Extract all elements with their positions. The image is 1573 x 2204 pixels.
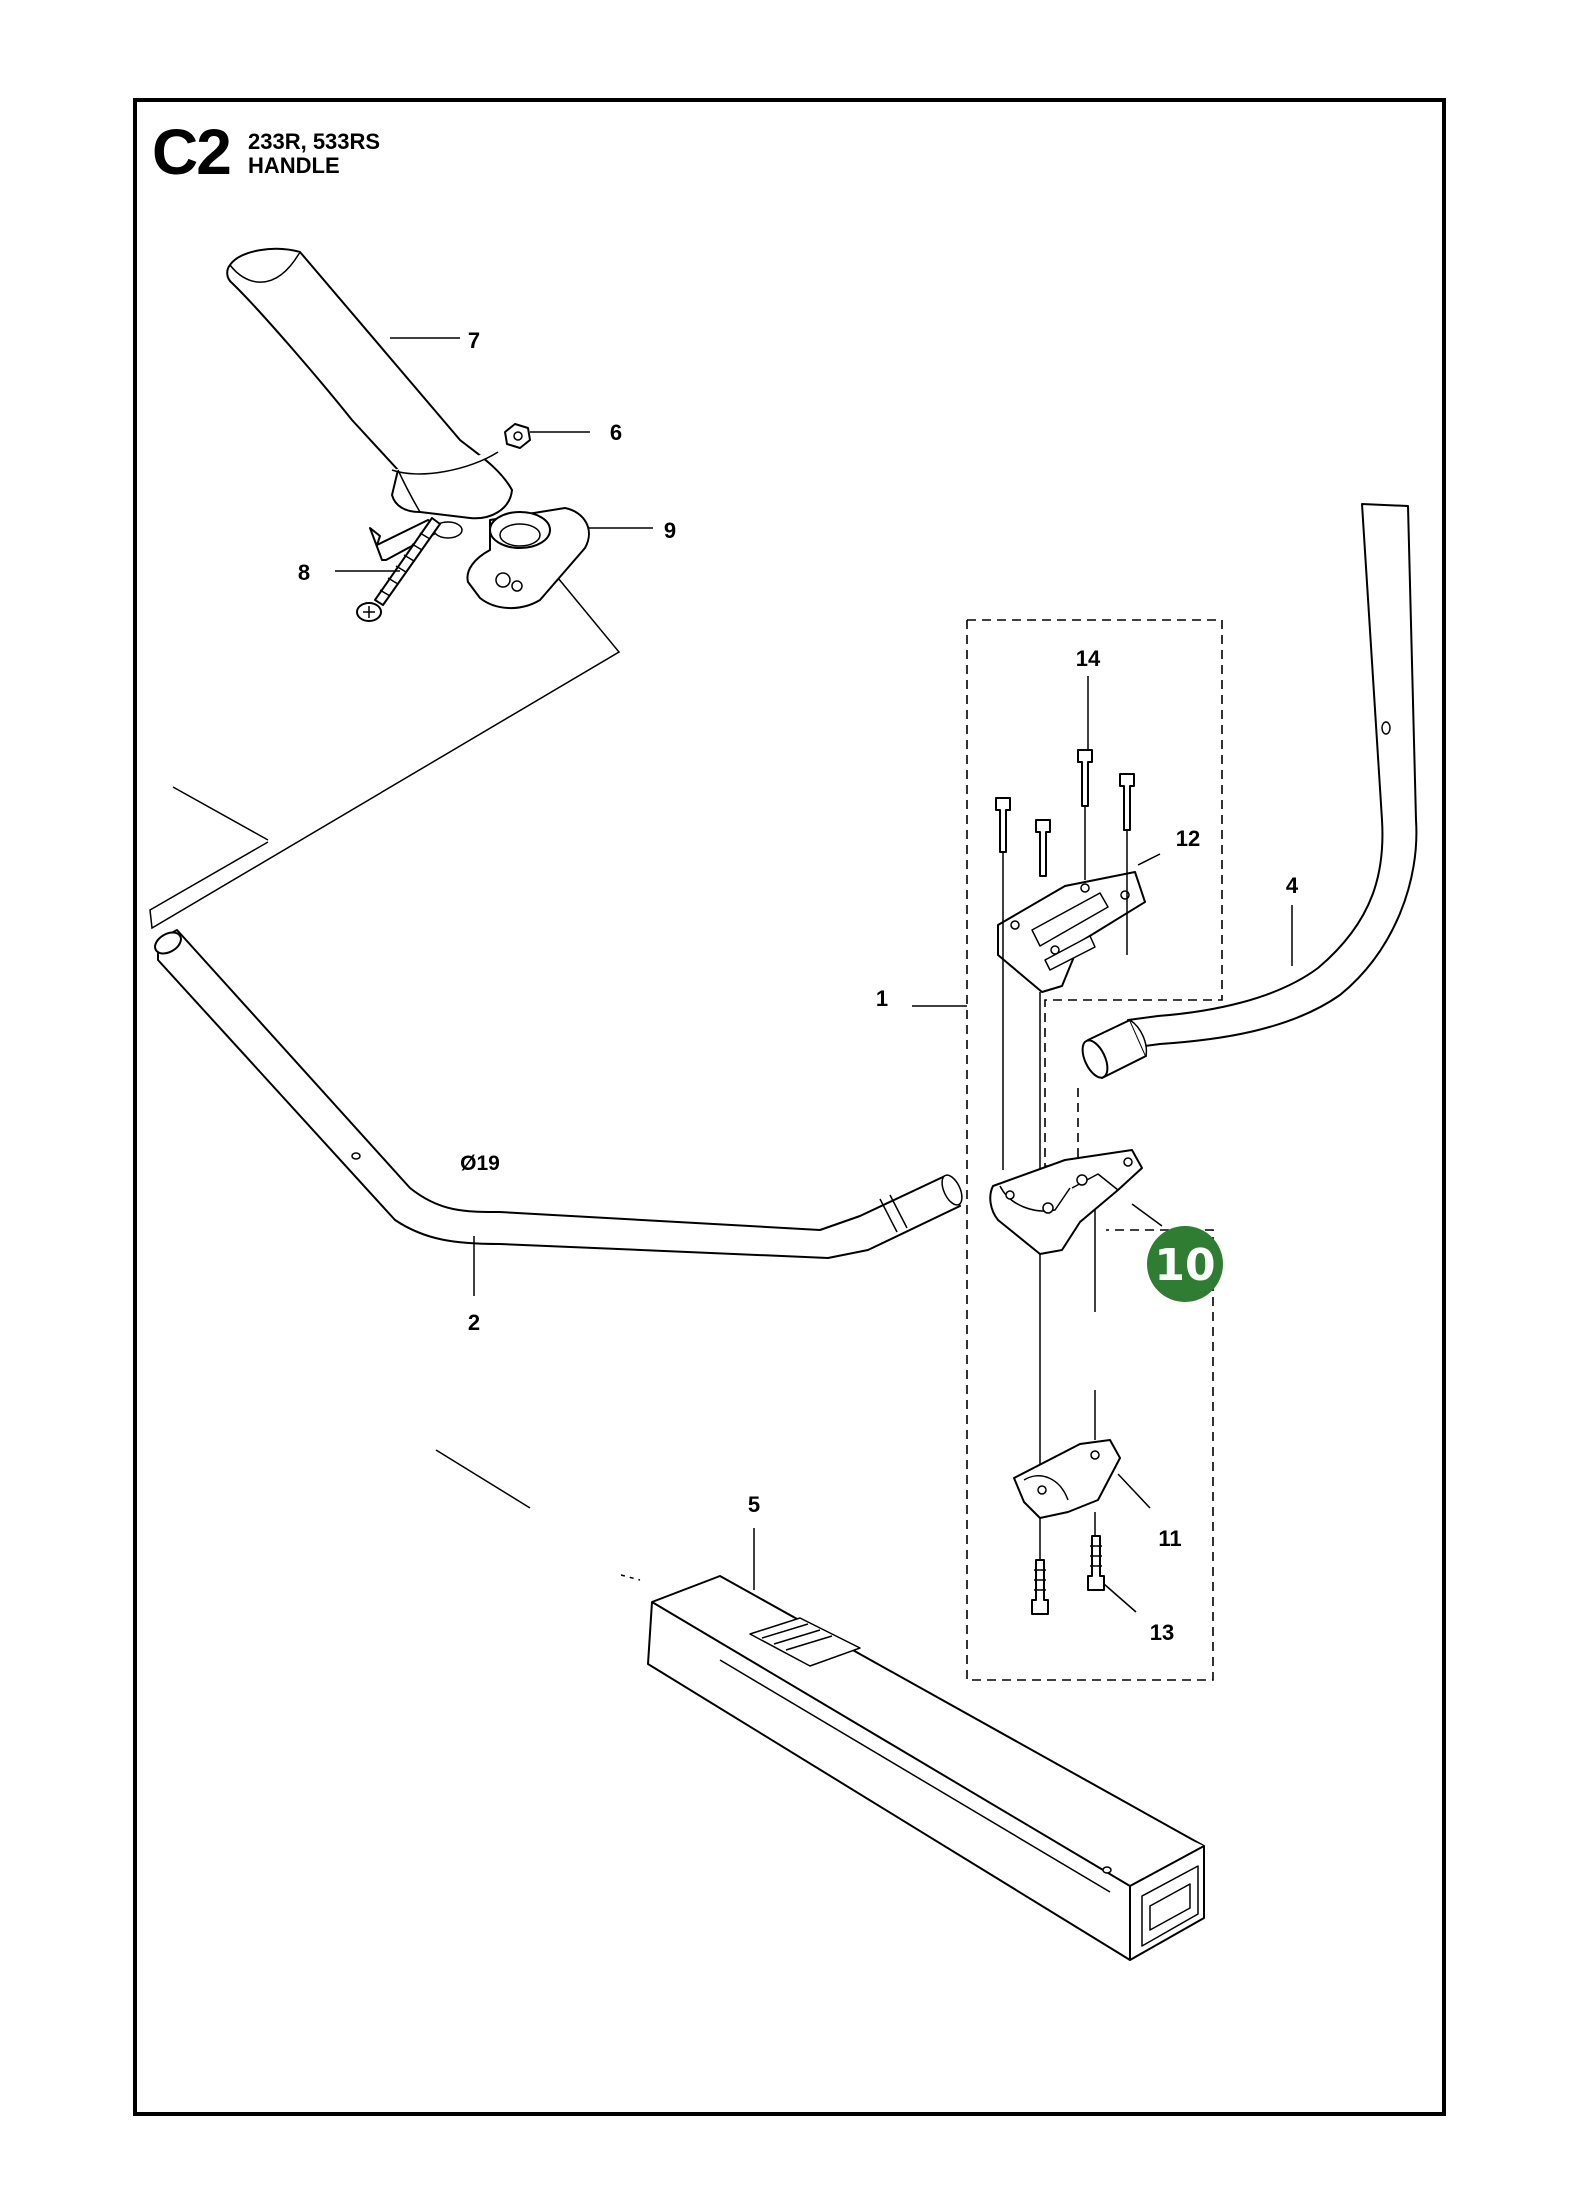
- callout-14: 14: [1076, 646, 1101, 671]
- highlight-badge-circle: [1147, 1226, 1223, 1302]
- callout-7: 7: [468, 328, 480, 353]
- section-code: C2: [152, 116, 232, 188]
- callout-4: 4: [1286, 873, 1299, 898]
- page-frame: [133, 98, 1446, 2116]
- part-7-grip: [226, 247, 513, 539]
- part-12-upper-clamp: [997, 871, 1146, 993]
- part-2-handle-tube: [154, 929, 963, 1259]
- callout-10: 10: [1154, 1240, 1215, 1291]
- page-title: HANDLE: [248, 153, 340, 178]
- callout-labels: 7 6 9 8 14 12 4 1 Ø19 2 5 11 13: [298, 328, 1299, 1645]
- callout-12: 12: [1176, 826, 1200, 851]
- part-10-middle-clamp: [989, 1149, 1143, 1560]
- part-5-shaft-housing: [647, 1575, 1205, 1961]
- callout-11: 11: [1158, 1526, 1181, 1551]
- model-numbers: 233R, 533RS: [248, 129, 381, 154]
- highlight-badge-10: 10: [1147, 1226, 1223, 1302]
- projection-lines: [149, 577, 641, 1581]
- part-6-nut: [504, 423, 531, 449]
- diameter-label: Ø19: [460, 1152, 500, 1175]
- callout-5: 5: [748, 1492, 760, 1517]
- callout-2: 2: [468, 1310, 480, 1335]
- kit-1-clamp-group: [966, 619, 1223, 1681]
- part-4-side-handle: [1081, 503, 1418, 1079]
- callout-6: 6: [610, 420, 622, 445]
- part-13-screws: [1031, 1512, 1105, 1615]
- callout-13: 13: [1150, 1620, 1174, 1645]
- part-8-screw: [356, 517, 441, 622]
- callout-9: 9: [664, 518, 676, 543]
- callout-8: 8: [298, 560, 310, 585]
- callout-1: 1: [876, 986, 888, 1011]
- part-9-clamp: [466, 507, 590, 610]
- part-11-lower-clamp: [1013, 1390, 1121, 1519]
- callout-leaders: [335, 337, 1293, 1613]
